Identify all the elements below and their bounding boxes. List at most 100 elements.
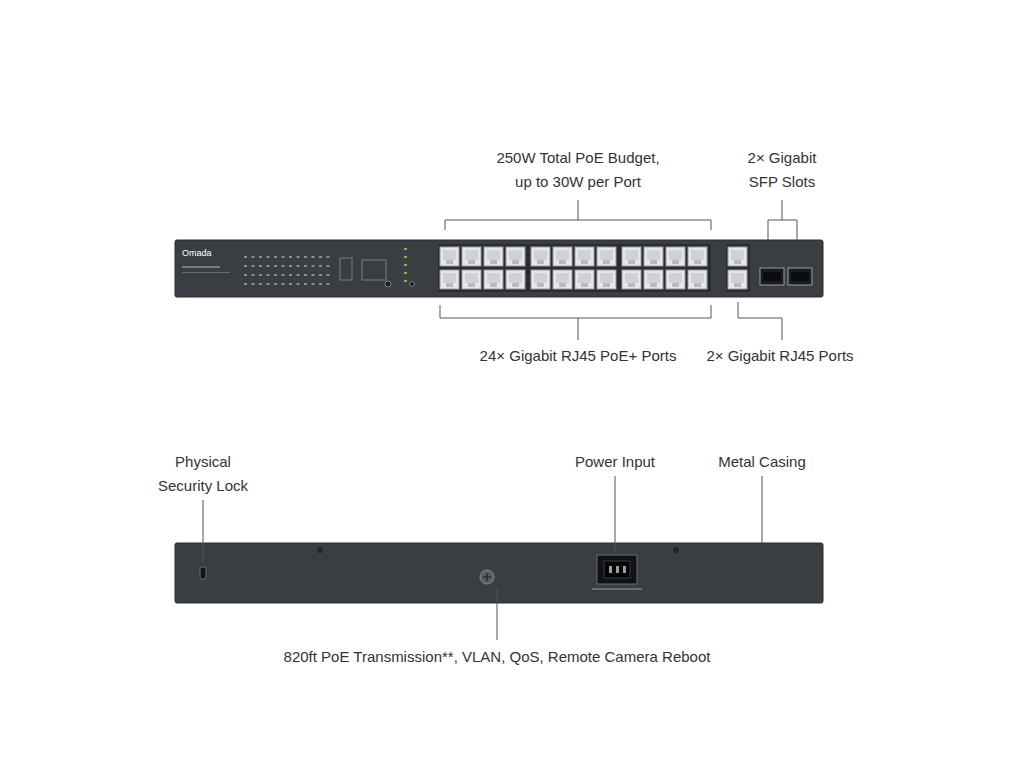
panel-detail bbox=[731, 250, 744, 260]
panel-detail bbox=[487, 250, 500, 260]
panel-detail bbox=[465, 250, 478, 260]
port-area bbox=[438, 244, 812, 292]
led bbox=[297, 274, 300, 276]
led bbox=[404, 248, 407, 250]
panel-detail bbox=[734, 283, 741, 287]
mode-panel bbox=[362, 260, 386, 280]
panel-detail bbox=[468, 260, 475, 264]
callout-label: Power Input bbox=[575, 450, 655, 474]
panel-detail bbox=[691, 273, 704, 283]
rj45-port bbox=[597, 270, 616, 289]
rj45-port bbox=[688, 247, 707, 266]
led bbox=[282, 256, 285, 258]
led bbox=[267, 283, 270, 285]
callout-label: 2× Gigabit RJ45 Ports bbox=[706, 344, 853, 368]
panel-detail bbox=[443, 273, 456, 283]
sfp-slot bbox=[760, 268, 784, 285]
rj45-port bbox=[484, 270, 503, 289]
rj45-port bbox=[644, 247, 663, 266]
rj45-port bbox=[666, 247, 685, 266]
led bbox=[304, 274, 307, 276]
panel-detail bbox=[600, 273, 613, 283]
led bbox=[252, 256, 255, 258]
led bbox=[289, 256, 292, 258]
panel-detail bbox=[512, 260, 519, 264]
led bbox=[297, 265, 300, 267]
panel-detail bbox=[468, 283, 475, 287]
rj45-port bbox=[506, 270, 525, 289]
back-panel bbox=[175, 543, 823, 603]
panel-detail bbox=[791, 272, 809, 281]
security-lock-slot bbox=[200, 567, 206, 579]
rj45-port bbox=[462, 247, 481, 266]
panel-detail bbox=[603, 283, 610, 287]
led bbox=[289, 265, 292, 267]
panel-detail bbox=[672, 260, 679, 264]
led bbox=[252, 274, 255, 276]
callout-label: Metal Casing bbox=[718, 450, 806, 474]
led bbox=[244, 283, 247, 285]
panel-detail bbox=[763, 272, 781, 281]
mode-button bbox=[385, 281, 391, 287]
panel-detail bbox=[556, 273, 569, 283]
led bbox=[252, 265, 255, 267]
panel-detail bbox=[650, 260, 657, 264]
panel-detail bbox=[647, 273, 660, 283]
port-block bbox=[529, 244, 620, 292]
panel-detail bbox=[487, 273, 500, 283]
led bbox=[267, 274, 270, 276]
rj45-port bbox=[644, 270, 663, 289]
panel-detail bbox=[534, 273, 547, 283]
rj45-port bbox=[440, 270, 459, 289]
leader-lines bbox=[440, 200, 797, 340]
screw bbox=[673, 547, 679, 553]
panel-detail bbox=[581, 260, 588, 264]
panel-detail bbox=[490, 260, 497, 264]
panel-detail bbox=[691, 250, 704, 260]
led bbox=[312, 274, 315, 276]
panel-detail bbox=[625, 250, 638, 260]
panel-detail bbox=[669, 273, 682, 283]
led bbox=[312, 256, 315, 258]
rj45-port bbox=[575, 270, 594, 289]
callout-label: 820ft PoE Transmission**, VLAN, QoS, Rem… bbox=[284, 645, 711, 669]
reset-button bbox=[410, 282, 415, 287]
led bbox=[312, 283, 315, 285]
panel-detail bbox=[669, 250, 682, 260]
led bbox=[267, 265, 270, 267]
led bbox=[304, 265, 307, 267]
panel-detail bbox=[628, 260, 635, 264]
panel-detail bbox=[578, 250, 591, 260]
led bbox=[327, 256, 330, 258]
led bbox=[274, 265, 277, 267]
panel-detail bbox=[443, 250, 456, 260]
rj45-port bbox=[728, 270, 747, 289]
led bbox=[319, 256, 322, 258]
panel-detail bbox=[182, 272, 230, 273]
panel-detail bbox=[694, 260, 701, 264]
ground-screw bbox=[480, 570, 494, 584]
callout-label: Physical Security Lock bbox=[149, 450, 257, 498]
panel-detail bbox=[694, 283, 701, 287]
panel-detail bbox=[600, 250, 613, 260]
sfp-slot bbox=[788, 268, 812, 285]
panel-detail bbox=[581, 283, 588, 287]
led bbox=[404, 272, 407, 274]
rj45-port bbox=[506, 247, 525, 266]
led-area bbox=[182, 248, 415, 287]
led bbox=[319, 283, 322, 285]
panel-detail bbox=[731, 273, 744, 283]
led bbox=[404, 256, 407, 258]
rj45-port bbox=[531, 270, 550, 289]
led bbox=[259, 265, 262, 267]
panel-detail bbox=[512, 283, 519, 287]
rj45-port bbox=[484, 247, 503, 266]
led bbox=[282, 274, 285, 276]
led bbox=[274, 283, 277, 285]
led bbox=[404, 280, 407, 282]
panel-detail bbox=[537, 283, 544, 287]
front-panel bbox=[175, 240, 823, 297]
panel-detail bbox=[537, 260, 544, 264]
panel-detail bbox=[650, 283, 657, 287]
